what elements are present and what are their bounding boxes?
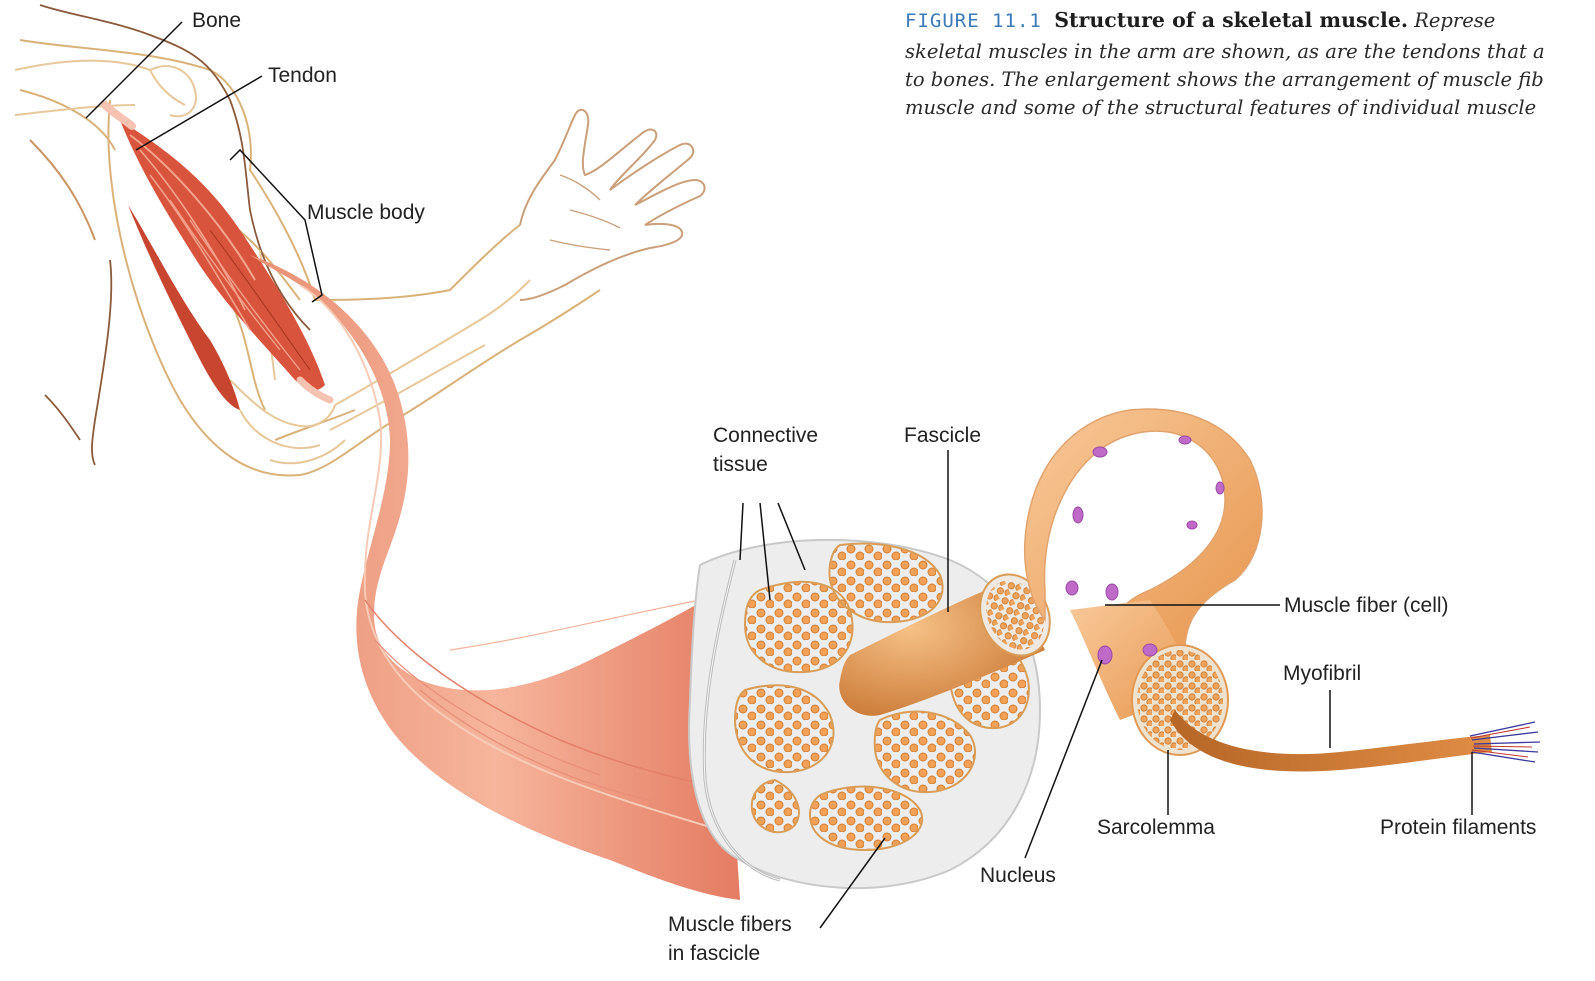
label-fascicle: Fascicle (904, 424, 981, 447)
label-protein-filaments: Protein filaments (1380, 816, 1536, 839)
biceps-muscle (105, 105, 330, 410)
caption-line-1: FIGURE 11.1 Structure of a skeletal musc… (905, 8, 1495, 32)
caption-line-1-tail: Represe (1414, 9, 1495, 32)
label-connective-tissue-line1: Connective (713, 424, 818, 447)
caption-line-2: skeletal muscles in the arm are shown, a… (905, 40, 1545, 63)
figure-caption: FIGURE 11.1 Structure of a skeletal musc… (905, 6, 1595, 116)
label-sarcolemma: Sarcolemma (1097, 816, 1215, 839)
label-nucleus: Nucleus (980, 864, 1056, 887)
muscle-fiber-cell (1025, 409, 1262, 755)
figure-number: FIGURE 11.1 (905, 10, 1042, 32)
label-bone: Bone (192, 9, 241, 32)
label-tendon: Tendon (268, 64, 337, 87)
muscle-ribbon (250, 255, 740, 900)
label-myofibril: Myofibril (1283, 662, 1361, 685)
hand-outline (520, 110, 705, 300)
label-muscle-fiber-cell: Muscle fiber (cell) (1284, 594, 1449, 617)
caption-line-3: to bones. The enlargement shows the arra… (905, 68, 1544, 91)
bone-sketch (15, 61, 530, 464)
label-connective-tissue-line2: tissue (713, 453, 768, 476)
label-muscle-body: Muscle body (307, 201, 425, 224)
label-muscle-fibers-line2: in fascicle (668, 942, 760, 965)
caption-line-4: muscle and some of the structural featur… (905, 96, 1536, 116)
figure-title: Structure of a skeletal muscle. (1054, 8, 1408, 32)
label-muscle-fibers-line1: Muscle fibers (668, 913, 792, 936)
